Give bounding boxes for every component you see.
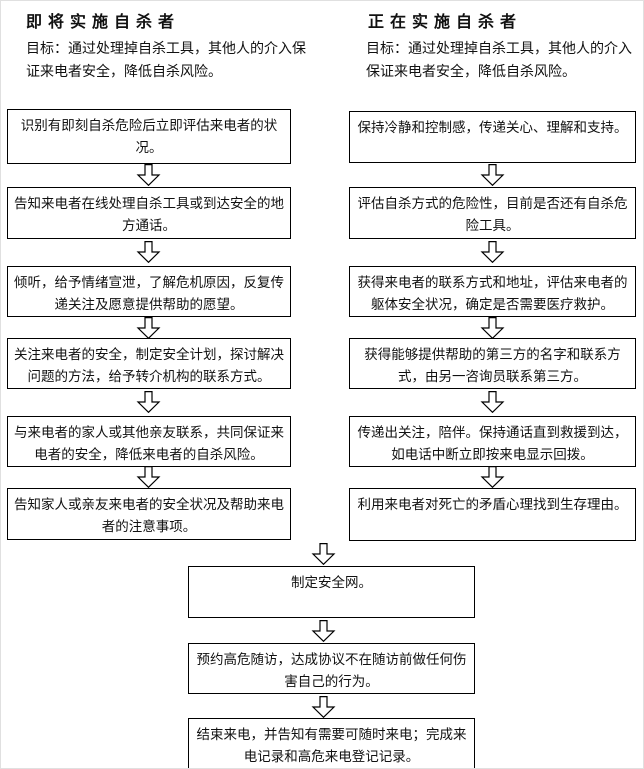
right-column-title: 正在实施自杀者 bbox=[368, 14, 523, 31]
down-arrow-icon bbox=[480, 241, 505, 263]
right-step-5: 传递出关注，陪伴。保持通话直到救援到达，如电话中断立即按来电显示回拨。 bbox=[349, 416, 636, 467]
down-arrow-icon bbox=[136, 317, 161, 339]
left-step-1: 识别有即刻自杀危险后立即评估来电者的状况。 bbox=[7, 109, 291, 164]
down-arrow-icon bbox=[136, 391, 161, 413]
merged-step-1: 制定安全网。 bbox=[188, 566, 475, 618]
left-step-5: 与来电者的家人或其他亲友联系，共同保证来电者的安全，降低来电者的自杀风险。 bbox=[7, 416, 291, 467]
down-arrow-icon bbox=[136, 164, 161, 186]
down-arrow-icon bbox=[480, 164, 505, 186]
right-step-4: 获得能够提供帮助的第三方的名字和联系方式，由另一咨询员联系第三方。 bbox=[349, 338, 636, 389]
down-arrow-icon bbox=[136, 241, 161, 263]
merged-step-2: 预约高危随访，达成协议不在随访前做任何伤害自己的行为。 bbox=[188, 643, 475, 694]
left-column-goal: 目标：通过处理掉自杀工具，其他人的介入保 证来电者安全，降低自杀风险。 bbox=[26, 40, 306, 79]
left-step-4: 关注来电者的安全，制定安全计划，探讨解决问题的方法，给予转介机构的联系方式。 bbox=[7, 338, 291, 389]
merged-step-3: 结束来电，并告知有需要可随时来电；完成来电记录和高危来电登记记录。 bbox=[188, 718, 475, 768]
down-arrow-icon bbox=[480, 391, 505, 413]
right-step-1: 保持冷静和控制感，传递关心、理解和支持。 bbox=[349, 111, 636, 163]
left-step-3: 倾听，给予情绪宣泄，了解危机原因，反复传递关注及愿意提供帮助的愿望。 bbox=[7, 266, 291, 317]
right-step-2: 评估自杀方式的危险性，目前是否还有自杀危险工具。 bbox=[349, 187, 636, 239]
left-step-6: 告知家人或亲友来电者的安全状况及帮助来电者的注意事项。 bbox=[7, 488, 291, 540]
right-step-6: 利用来电者对死亡的矛盾心理找到生存理由。 bbox=[349, 488, 636, 541]
down-arrow-icon bbox=[480, 317, 505, 339]
down-arrow-icon bbox=[311, 696, 336, 718]
down-arrow-icon bbox=[311, 620, 336, 642]
right-column-goal: 目标：通过处理掉自杀工具，其他人的介入 保证来电者安全，降低自杀风险。 bbox=[366, 40, 632, 79]
down-arrow-icon bbox=[480, 466, 505, 488]
down-arrow-icon bbox=[311, 543, 336, 565]
left-column-title: 即将实施自杀者 bbox=[26, 14, 181, 31]
down-arrow-icon bbox=[136, 466, 161, 488]
right-step-3: 获得来电者的联系方式和地址，评估来电者的躯体安全状况，确定是否需要医疗救护。 bbox=[349, 266, 636, 317]
left-step-2: 告知来电者在线处理自杀工具或到达安全的地方通话。 bbox=[7, 187, 291, 239]
